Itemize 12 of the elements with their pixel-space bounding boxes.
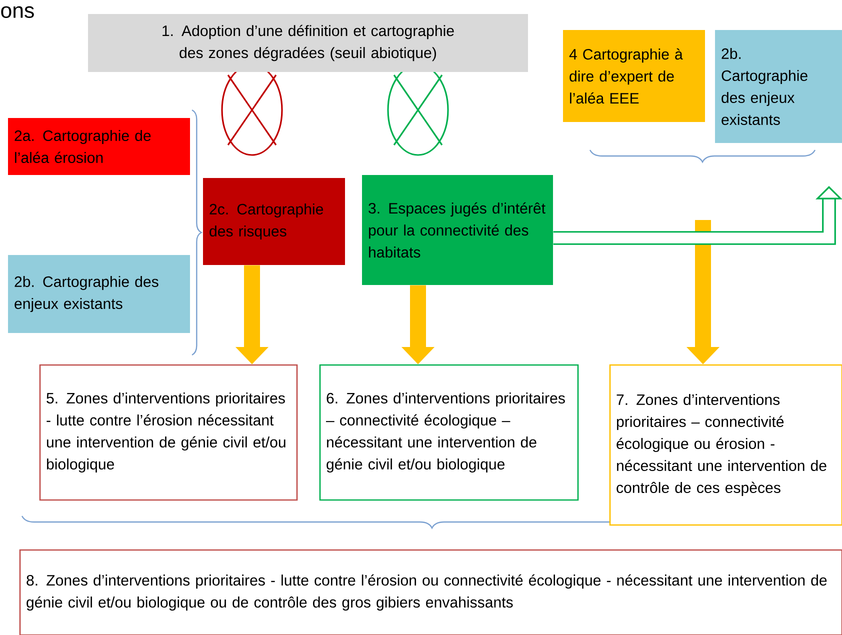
process-box: 5. Zones d’interventions prioritaires - lutte contre l’érosion nécessitant une intervention de génie civil et/ou biologique xyxy=(39,364,298,501)
process-box: 4 Cartographie à dire d’expert de l’aléa EEE xyxy=(563,30,705,122)
process-box: 2a. Cartographie de l’aléa érosion xyxy=(8,118,190,175)
process-box: 2c. Cartographie des risques xyxy=(203,178,345,265)
process-box: 3. Espaces jugés d’intérêt pour la connectivité des habitats xyxy=(362,175,553,285)
process-box: 6. Zones d’interventions prioritaires – connectivité écologique – nécessitant une intervention de génie civil et/ou biologique xyxy=(319,364,579,501)
process-box: 1. Adoption d’une définition et cartographie des zones dégradées (seuil abiotique) xyxy=(88,14,528,72)
heading-fragment: ons xyxy=(1,6,34,18)
process-box: 7. Zones d’interventions prioritaires – connectivité écologique ou érosion - nécessitant une intervention de contrôle de ces espèces xyxy=(609,364,842,526)
process-box: 2b. Cartographie des enjeux existants xyxy=(715,30,842,143)
process-box: 8. Zones d’interventions prioritaires - lutte contre l’érosion ou connectivité écologique - nécessitant une intervention de génie civil et/ou biologique ou de contrôle des gros gibiers envahissants xyxy=(19,549,842,635)
process-box: 2b. Cartographie des enjeux existants xyxy=(8,255,190,333)
